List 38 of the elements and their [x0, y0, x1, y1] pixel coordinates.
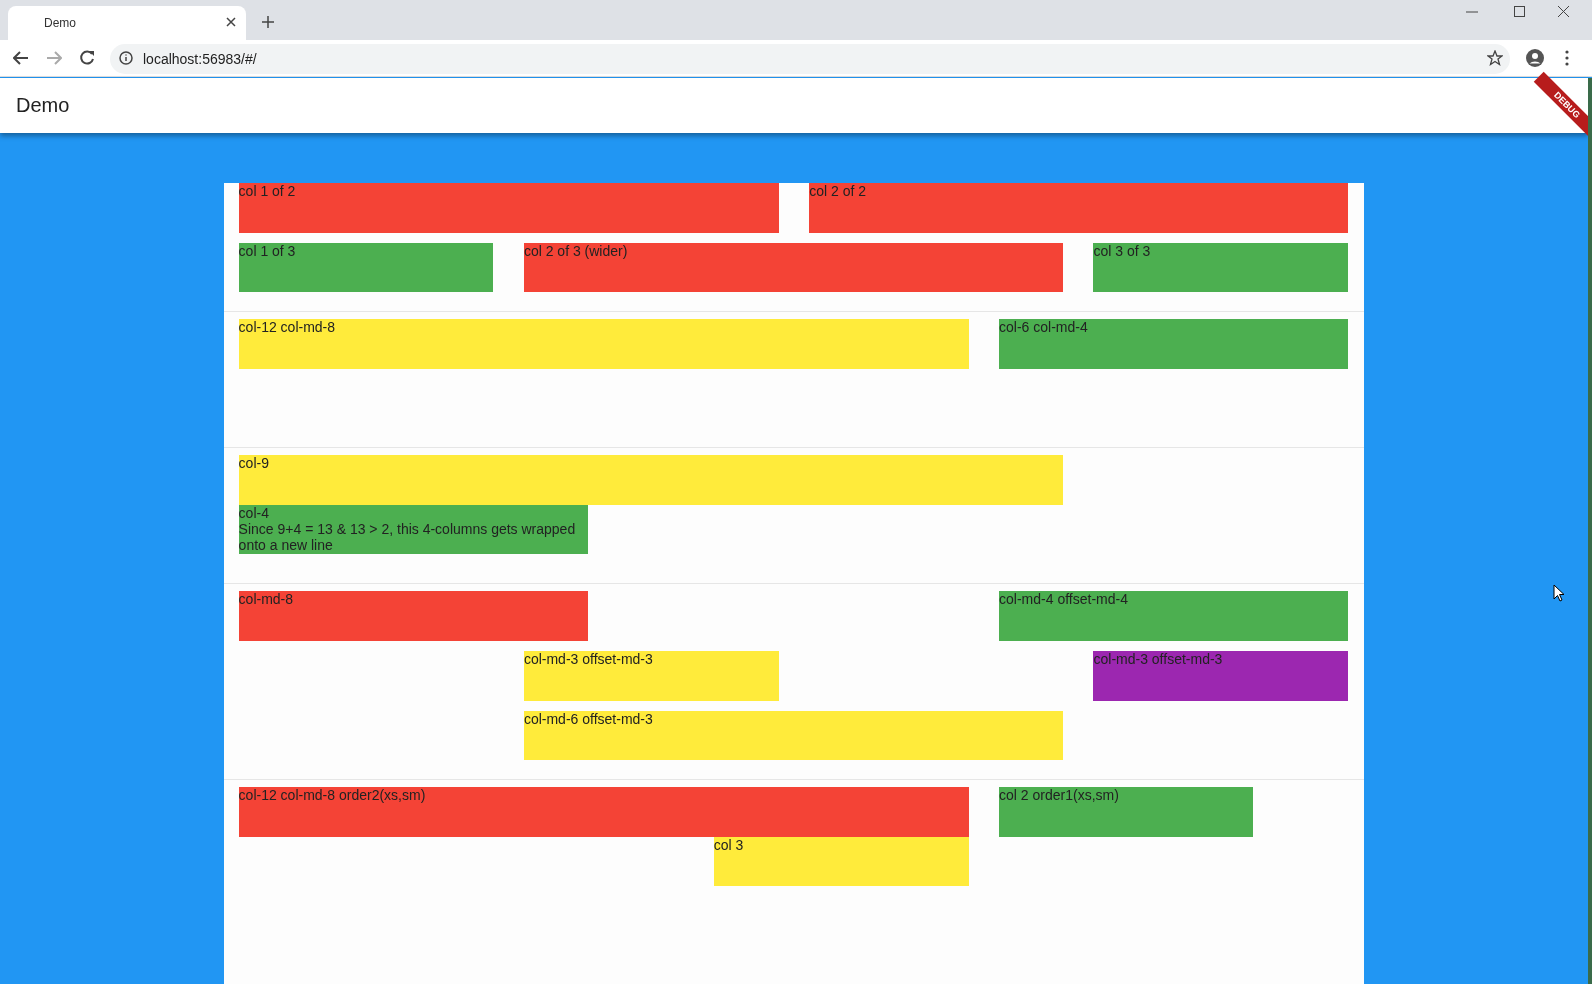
column-text: col 1 of 2 [238, 182, 297, 199]
url-text: localhost:56983/#/ [143, 51, 257, 67]
column-text: col-6 col-md-4 [999, 318, 1089, 335]
grid-column-box [238, 182, 779, 233]
column-text: Since 9+4 = 13 & 13 > 2, this 4-columns gets wrapped onto a new line [238, 520, 577, 553]
column-text: col-12 col-md-8 order2(xs,sm) [238, 786, 427, 803]
column-text: col 3 of 3 [1093, 242, 1152, 259]
grid-column-box [238, 786, 969, 837]
grid-column-box [999, 590, 1349, 641]
grid-column-box [1093, 650, 1349, 701]
grid-column-box [238, 590, 588, 641]
grid-column-box [713, 836, 969, 887]
column-text: col-md-4 offset-md-4 [999, 590, 1129, 607]
grid-column-box [238, 454, 1063, 505]
grid-column-box [238, 242, 494, 293]
column-text: col 3 [713, 836, 745, 853]
column-text: col-md-3 offset-md-3 [523, 650, 654, 667]
column-text: col-4 [238, 504, 270, 521]
column-text: col-md-3 offset-md-3 [1093, 650, 1224, 667]
column-text: col-md-6 offset-md-3 [523, 710, 654, 727]
column-text: col 1 of 3 [238, 242, 297, 259]
grid-column-box [523, 710, 1063, 761]
grid-column-box [809, 182, 1349, 233]
grid-column-box [523, 650, 779, 701]
grid-column-box [999, 318, 1349, 369]
grid-column-box [1093, 242, 1349, 293]
column-text: col-md-8 [238, 590, 295, 607]
column-text: col 2 of 2 [809, 182, 867, 199]
app-bar-title: Demo [16, 94, 70, 117]
grid-column-box [523, 242, 1063, 293]
tab-title: Demo [44, 16, 76, 30]
grid-column-box [238, 318, 969, 369]
column-text: col-12 col-md-8 [238, 318, 337, 335]
column-text: col 2 order1(xs,sm) [999, 786, 1120, 803]
grid-column-box [999, 786, 1253, 837]
column-text: col 2 of 3 (wider) [523, 242, 629, 259]
column-text: col-9 [238, 454, 270, 471]
grid-column-box [238, 504, 588, 555]
